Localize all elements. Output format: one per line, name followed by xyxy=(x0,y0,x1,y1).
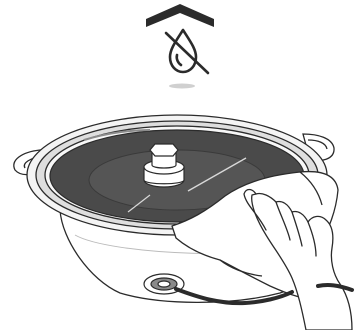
lid-knob xyxy=(144,144,184,187)
chevron-up-icon xyxy=(146,4,214,27)
icon-shadow xyxy=(169,84,195,89)
no-water-icon xyxy=(166,30,208,73)
